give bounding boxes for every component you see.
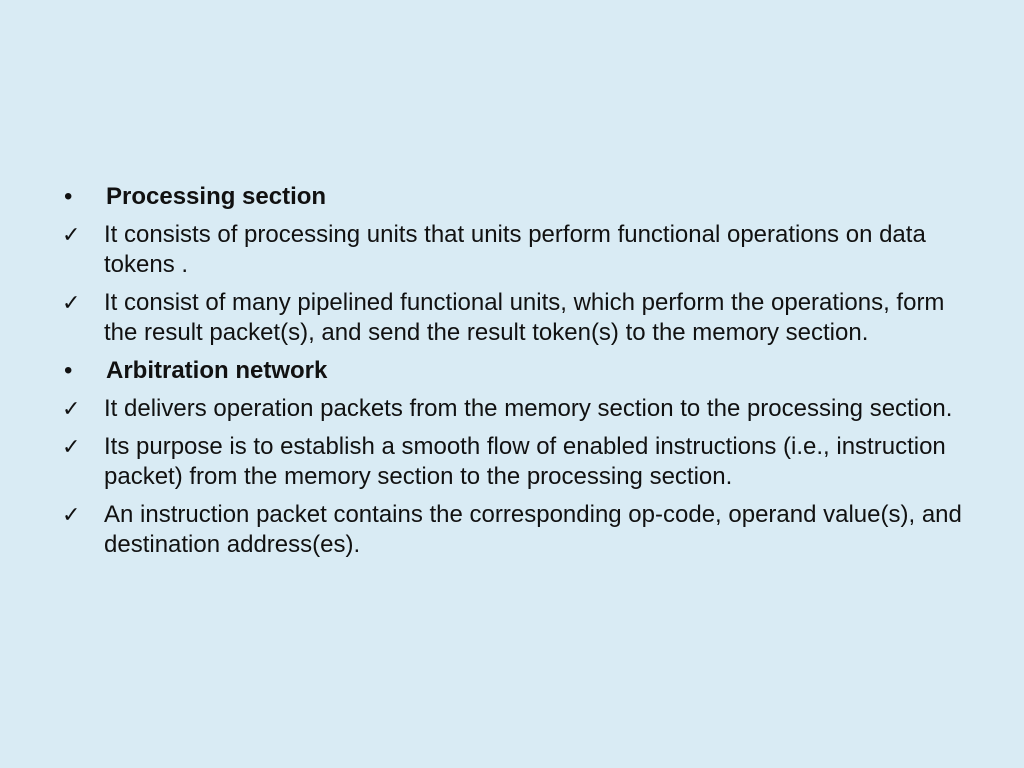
checkmark-icon: ✓ — [62, 290, 81, 315]
check-item: ✓ Its purpose is to establish a smooth f… — [58, 432, 978, 492]
bullet-icon: • — [64, 357, 73, 384]
check-item-text: It consist of many pipelined functional … — [104, 289, 945, 346]
checkmark-icon: ✓ — [62, 434, 81, 459]
check-item-text: It consists of processing units that uni… — [104, 221, 926, 278]
checkmark-icon: ✓ — [62, 502, 81, 527]
bullet-heading-text: Processing section — [106, 183, 327, 210]
check-item: ✓ It consist of many pipelined functiona… — [58, 288, 978, 348]
check-item: ✓ It delivers operation packets from the… — [58, 394, 978, 424]
bullet-heading-text: Arbitration network — [106, 357, 328, 384]
bullet-item-processing-section: • Processing section — [58, 182, 978, 212]
check-item-text: An instruction packet contains the corre… — [104, 501, 962, 558]
slide-content: • Processing section ✓ It consists of pr… — [58, 182, 978, 568]
check-item: ✓ It consists of processing units that u… — [58, 220, 978, 280]
check-item-text: It delivers operation packets from the m… — [104, 395, 953, 422]
bullet-item-arbitration-network: • Arbitration network — [58, 356, 978, 386]
check-item-text: Its purpose is to establish a smooth flo… — [104, 433, 946, 490]
bullet-icon: • — [64, 183, 73, 210]
check-item: ✓ An instruction packet contains the cor… — [58, 500, 978, 560]
checkmark-icon: ✓ — [62, 396, 81, 421]
checkmark-icon: ✓ — [62, 222, 81, 247]
